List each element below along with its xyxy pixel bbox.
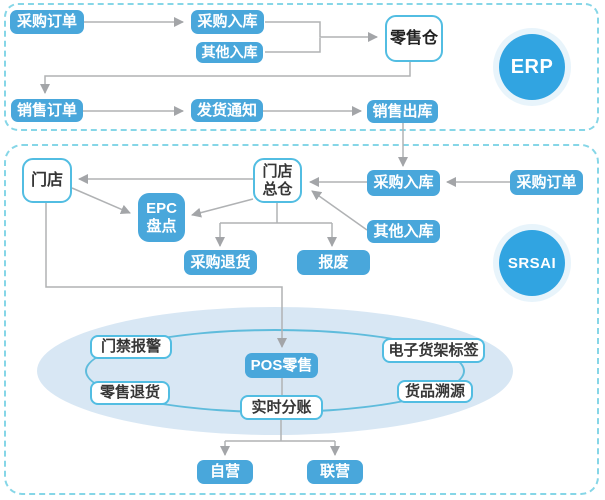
edge-erp-retail-warehouse-to-erp-sales-order (40, 62, 411, 94)
node-sales-order: 销售订单 (11, 99, 83, 122)
node-traceability: 货品溯源 (397, 380, 473, 403)
node-purchase-order: 采购订单 (10, 10, 84, 34)
node-label-line2: 盘点 (146, 217, 177, 235)
edge-srsai-other-inbound-to-srsai-store-warehouse (311, 190, 368, 231)
node-scrap: 报废 (297, 250, 370, 275)
node-label: 自营 (209, 463, 240, 480)
node-label: 货品溯源 (404, 382, 465, 400)
node-label: 采购订单 (16, 13, 77, 30)
node-label: 发货通知 (196, 101, 257, 119)
node-label: 采购订单 (516, 173, 577, 191)
node-label: 其他入库 (373, 222, 434, 240)
node-label: 采购入库 (197, 13, 258, 30)
node-label-line2: 总仓 (262, 180, 293, 198)
node-retail-warehouse: 零售仓 (385, 15, 443, 62)
node-purchase-order-srsai: 采购订单 (510, 170, 583, 195)
node-label: 销售出库 (372, 102, 433, 120)
node-shipping-notice: 发货通知 (191, 99, 263, 122)
node-label-line1: 门店 (262, 162, 293, 180)
erp-badge: ERP (499, 34, 565, 100)
node-store-warehouse: 门店 总仓 (253, 158, 302, 203)
node-label: 门店 (30, 171, 63, 189)
node-label: 采购入库 (373, 174, 434, 191)
node-label: 零售仓 (389, 29, 438, 47)
node-label: 其他入库 (201, 44, 258, 61)
edge-srsai-store-to-srsai-epc-inventory (71, 187, 131, 215)
node-sales-outbound: 销售出库 (367, 100, 438, 123)
edge-srsai-store-to-srsai-pos-retail (45, 203, 287, 348)
node-label: 电子货架标签 (388, 341, 479, 359)
edge-erp-purchase-inbound-to-erp-retail-warehouse (265, 21, 378, 42)
node-joint-operated: 联营 (307, 460, 363, 484)
node-label-line1: EPC (146, 199, 177, 217)
node-access-alarm: 门禁报警 (90, 335, 172, 359)
erp-section-frame (4, 3, 599, 131)
node-label: 实时分账 (251, 398, 312, 416)
edge-erp-other-inbound-to-erp-retail-warehouse (265, 38, 321, 53)
node-purchase-return: 采购退货 (184, 250, 257, 275)
node-label: POS零售 (250, 356, 313, 374)
node-shelf-label: 电子货架标签 (382, 338, 485, 363)
badge-label: ERP (510, 55, 554, 78)
node-retail-return: 零售退货 (90, 381, 170, 405)
edge-srsai-store-warehouse-to-srsai-epc-inventory (191, 198, 254, 218)
badge-label: SRSAI (507, 254, 557, 272)
node-label: 报废 (318, 253, 349, 271)
node-other-inbound: 其他入库 (196, 42, 263, 63)
node-label: 门禁报警 (100, 338, 161, 355)
node-pos-retail: POS零售 (245, 353, 318, 378)
srsai-badge: SRSAI (499, 230, 565, 296)
node-epc-inventory: EPC 盘点 (138, 193, 185, 242)
node-purchase-inbound: 采购入库 (191, 10, 264, 34)
node-store: 门店 (22, 158, 72, 203)
node-label: 销售订单 (16, 101, 77, 119)
srsai-section-frame (4, 144, 599, 495)
node-self-operated: 自营 (197, 460, 253, 484)
node-purchase-inbound-srsai: 采购入库 (367, 170, 440, 196)
node-label: 采购退货 (190, 253, 251, 271)
node-label: 联营 (319, 463, 350, 480)
node-label: 零售退货 (99, 384, 160, 401)
node-realtime-split: 实时分账 (240, 395, 323, 420)
node-other-inbound-srsai: 其他入库 (367, 220, 440, 243)
